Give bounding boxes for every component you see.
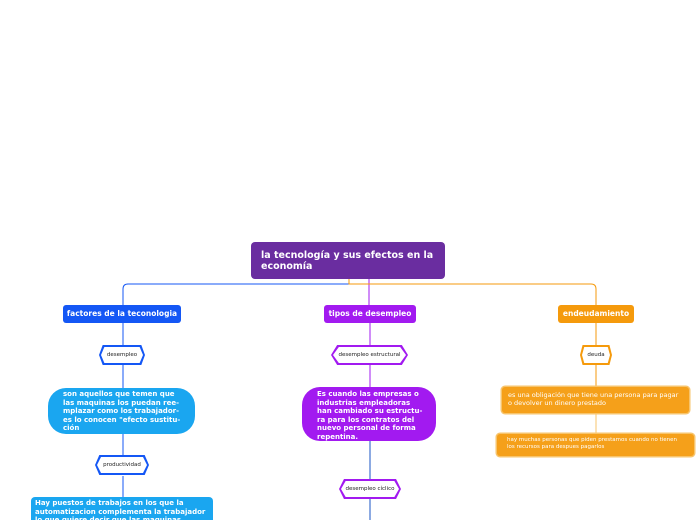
branch-endeudamiento[interactable]: endeudamiento <box>558 305 634 323</box>
deuda-note[interactable]: hay muchas personas que piden prestamos … <box>497 434 694 456</box>
subtopic-desempleo-label: desempleo <box>101 347 143 363</box>
subtopic-deuda[interactable]: deuda <box>580 345 612 365</box>
connector-root-endeudamiento <box>348 279 597 305</box>
branch-tipos-desempleo[interactable]: tipos de desempleo <box>324 305 416 323</box>
subtopic-desempleo-ciclico[interactable]: desempleo cíclico <box>339 479 401 499</box>
connector-root-factores <box>122 279 350 305</box>
central-topic-title: la tecnología y sus efectos en la econom… <box>261 250 434 272</box>
subtopic-productividad-label: productividad <box>97 457 147 473</box>
deuda-note-text: hay muchas personas que piden prestamos … <box>507 437 678 450</box>
branch-factores-label: factores de la teconologia <box>66 309 178 318</box>
productividad-description-text: Hay puestos de trabajos en los que la au… <box>35 499 206 520</box>
subtopic-estructural-label: desempleo estructural <box>333 347 406 363</box>
subtopic-productividad[interactable]: productividad <box>95 455 149 475</box>
branch-factores[interactable]: factores de la teconologia <box>63 305 181 323</box>
subtopic-ciclico-label: desempleo cíclico <box>341 481 399 497</box>
subtopic-deuda-label: deuda <box>582 347 610 363</box>
branch-tipos-label: tipos de desempleo <box>328 309 412 318</box>
subtopic-desempleo-estructural[interactable]: desempleo estructural <box>331 345 408 365</box>
deuda-description[interactable]: es una obligación que tiene una persona … <box>502 387 689 413</box>
subtopic-desempleo[interactable]: desempleo <box>99 345 145 365</box>
desempleo-description-text: son aquellos que temen que las maquinas … <box>63 390 181 432</box>
desempleo-description[interactable]: son aquellos que temen que las maquinas … <box>48 388 195 434</box>
branch-endeudamiento-label: endeudamiento <box>562 309 630 318</box>
estructural-description-text: Es cuando las empresas o industrias empl… <box>317 390 423 441</box>
estructural-description[interactable]: Es cuando las empresas o industrias empl… <box>302 387 436 441</box>
deuda-description-text: es una obligación que tiene una persona … <box>508 391 679 407</box>
productividad-description[interactable]: Hay puestos de trabajos en los que la au… <box>31 497 213 520</box>
central-topic[interactable]: la tecnología y sus efectos en la econom… <box>251 242 445 279</box>
